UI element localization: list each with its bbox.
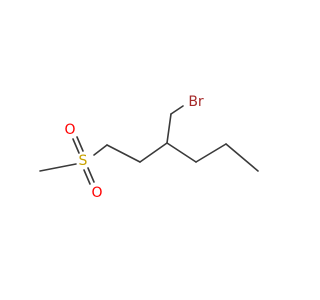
molecule-canvas: S O O Br: [39, 94, 259, 201]
molecule-structure: S O O Br: [39, 94, 259, 201]
bond-c3-ch2br: [166, 113, 172, 144]
bond-c3-c4: [166, 142, 197, 163]
bond-sulfur-oxygen-top-a: [72, 138, 80, 154]
bond-ch2-bromine: [170, 105, 184, 115]
bond-methyl-sulfur: [39, 163, 77, 172]
sulfur-atom-label: S: [79, 153, 88, 169]
oxygen-bottom-atom-label: O: [91, 185, 102, 201]
bond-sulfur-oxygen-bottom-a: [83, 169, 91, 185]
bond-sulfur-oxygen-top-b: [76, 136, 84, 152]
bond-c2-c3: [139, 142, 168, 163]
bond-sulfur-ch2: [93, 144, 108, 156]
bond-sulfur-oxygen-bottom-b: [87, 167, 95, 183]
bond-c5-c6: [225, 143, 259, 172]
oxygen-top-atom-label: O: [64, 122, 75, 138]
bromine-atom-label: Br: [188, 94, 204, 110]
bond-c4-c5: [195, 143, 227, 163]
bond-c1-c2: [106, 144, 141, 163]
